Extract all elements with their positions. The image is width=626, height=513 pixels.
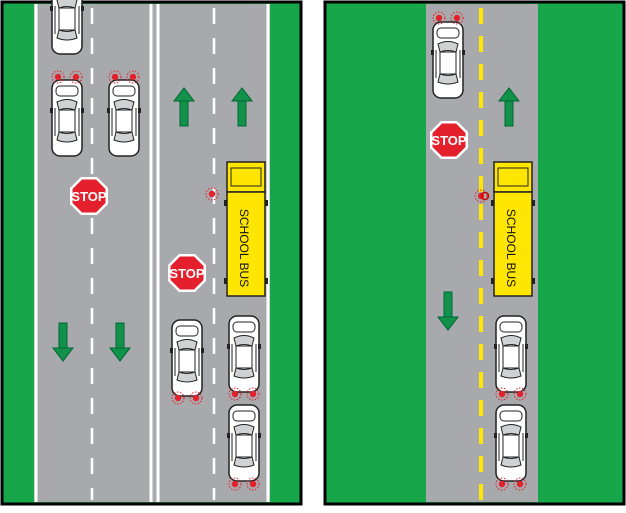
car	[494, 405, 528, 481]
panel-divided-highway: SCHOOL BUS STOP STOP	[2, 0, 301, 504]
car	[107, 80, 141, 156]
car	[170, 320, 204, 396]
car	[227, 316, 261, 392]
stop-sign-label: STOP	[431, 133, 466, 148]
school-bus-label: SCHOOL BUS	[237, 209, 251, 287]
school-bus-label: SCHOOL BUS	[504, 209, 518, 287]
stop-sign-label: STOP	[71, 189, 106, 204]
car	[227, 405, 261, 481]
car	[431, 22, 465, 98]
stop-sign-label: STOP	[169, 266, 204, 281]
car	[50, 0, 84, 54]
panel-two-lane-road: SCHOOL BUS STOP	[325, 2, 624, 504]
car	[494, 316, 528, 392]
car	[50, 80, 84, 156]
